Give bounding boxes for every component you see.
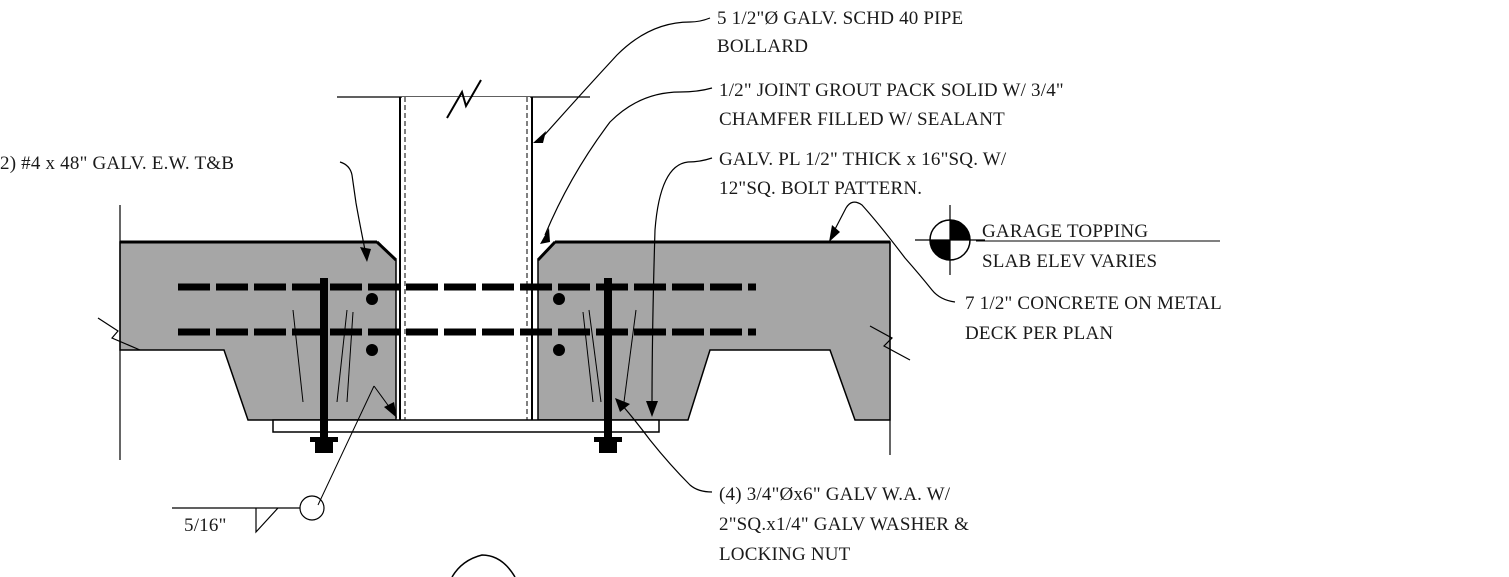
pipe-bollard [395,79,539,420]
pipe-break-symbol [446,79,482,119]
break-mark-left [97,317,141,351]
callout-text: CHAMFER FILLED W/ SEALANT [719,109,1005,130]
rebar-dot [366,293,378,305]
break-marks [97,317,911,361]
callout-anchors: (4) 3/4"Øx6" GALV W.A. W/ 2"SQ.x1/4" GAL… [719,484,969,565]
anchor-bolt-left [320,278,328,450]
callout-text: 12"SQ. BOLT PATTERN. [719,178,922,199]
callout-text: 2) #4 x 48" GALV. E.W. T&B [0,153,234,174]
rebar-dot [553,293,565,305]
weld-symbol [172,495,325,534]
leaders [317,17,956,506]
rebar-projection-lines [292,309,637,403]
callout-slab: 7 1/2" CONCRETE ON METAL DECK PER PLAN [965,293,1222,344]
callout-text: DECK PER PLAN [965,323,1113,344]
detail-tag-circle [451,554,516,577]
anchor-bolt-right [604,278,612,450]
callout-text: 5 1/2"Ø GALV. SCHD 40 PIPE [717,8,963,29]
rebar [178,283,756,356]
callout-text: (4) 3/4"Øx6" GALV W.A. W/ [719,484,951,505]
callout-rebar: 2) #4 x 48" GALV. E.W. T&B [0,153,234,174]
callout-text: LOCKING NUT [719,544,851,565]
callout-text: BOLLARD [717,36,808,57]
callout-text: SLAB ELEV VARIES [982,251,1157,272]
rebar-dot [366,344,378,356]
callout-plate: GALV. PL 1/2" THICK x 16"SQ. W/ 12"SQ. B… [719,149,1007,199]
callout-text: 1/2" JOINT GROUT PACK SOLID W/ 3/4" [719,80,1064,101]
anchor-bolts [310,278,622,453]
callout-joint: 1/2" JOINT GROUT PACK SOLID W/ 3/4" CHAM… [719,80,1064,130]
callout-text: GALV. PL 1/2" THICK x 16"SQ. W/ [719,149,1007,170]
rebar-dot [553,344,565,356]
break-mark-right [869,325,911,361]
callout-elevation: GARAGE TOPPING SLAB ELEV VARIES [982,221,1157,272]
callout-text: GARAGE TOPPING [982,221,1148,242]
fillet-weld-icon [255,507,279,534]
weld-size-label: 5/16" [184,515,227,536]
weld-all-around-circle [299,495,325,521]
base-plate [272,419,660,433]
callout-text: 2"SQ.x1/4" GALV WASHER & [719,514,969,535]
elevation-marker-icon [915,205,1220,275]
callout-text: 7 1/2" CONCRETE ON METAL [965,293,1222,314]
callout-bollard: 5 1/2"Ø GALV. SCHD 40 PIPE BOLLARD [717,8,963,57]
